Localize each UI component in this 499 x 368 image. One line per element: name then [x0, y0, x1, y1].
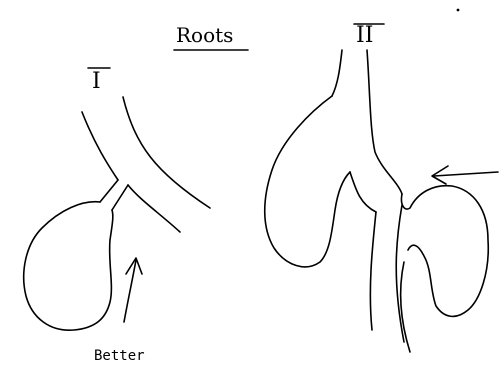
caption-better: Better	[94, 348, 145, 364]
figure-2-numeral: II	[356, 23, 373, 48]
figure-1-main-root-outer	[123, 97, 210, 208]
title: Roots	[176, 23, 233, 47]
figure-1-numeral: I	[92, 69, 101, 94]
root-figure-1: I	[24, 68, 210, 330]
figure-1-arrow-shaft	[124, 260, 136, 322]
figure-2-arrow-shaft	[434, 172, 498, 176]
figure-2-strand-1	[370, 212, 376, 330]
figure-1-branch-stalk	[100, 180, 128, 210]
root-figure-2: II	[265, 23, 498, 352]
stray-dot	[457, 9, 460, 12]
figure-2-trunk-right	[367, 50, 402, 194]
figure-1-tuber	[24, 202, 113, 330]
figure-1-main-root-lower	[128, 185, 180, 232]
figure-2-lobe-joint	[350, 172, 376, 212]
figure-2-trunk-left	[332, 50, 342, 96]
figure-2-left-lobe	[265, 96, 350, 267]
figure-2-right-tuber	[401, 186, 488, 317]
figure-1-main-root-inner	[82, 112, 118, 180]
figure-2-strand-3	[401, 262, 410, 352]
